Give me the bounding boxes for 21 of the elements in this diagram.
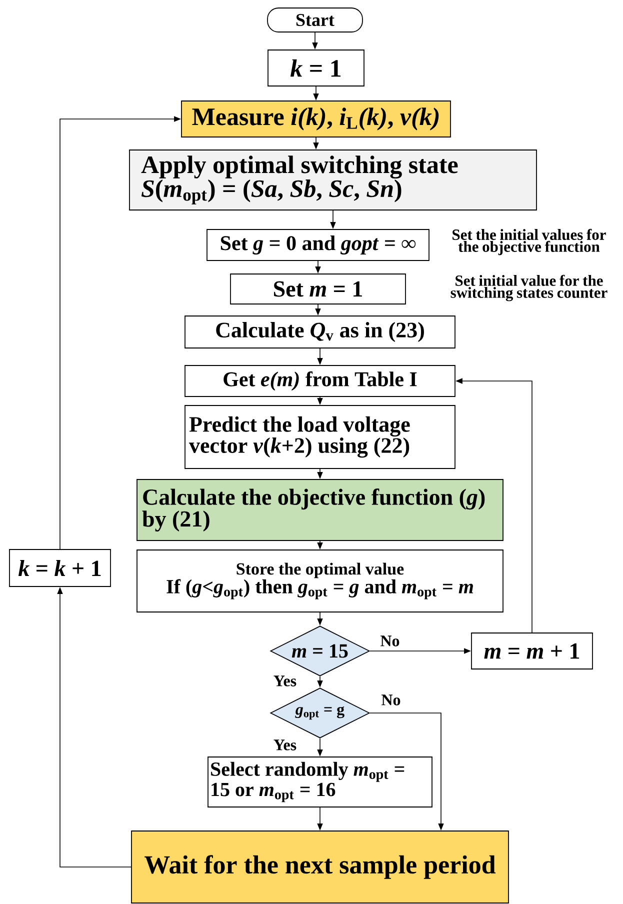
note-text: Set the initial values for the objective function (452, 228, 606, 256)
process-box: m = m + 1 (471, 632, 593, 670)
start-terminal: Start (267, 8, 363, 32)
process-box: k = k + 1 (9, 549, 111, 587)
edge-label: Yes (272, 738, 298, 752)
process-box: Get e(m) from Table I (184, 365, 456, 397)
process-box: Set g = 0 and gopt = ∞ (206, 229, 430, 261)
process-box: Predict the load voltage vector v(k+2) using (22) (184, 405, 456, 469)
process-box: Measure i(k), i$_{L}$(k), v(k) (181, 100, 451, 138)
process-box: Select randomly m$_{opt}$ = 15 or m$_{opt}$ = 16 (208, 756, 432, 808)
process-box: k = 1 (268, 50, 364, 86)
edge-label: No (380, 694, 402, 706)
process-box: Calculate the objective function (g) by (21) (136, 479, 504, 541)
process-box: Wait for the next sample period (131, 830, 509, 904)
process-box: Apply optimal switching state S(m$_{opt}$) = (Sa, Sb, Sc, Sn) (129, 150, 537, 210)
edge-label: No (379, 634, 401, 648)
edge-label: Yes (272, 674, 298, 688)
process-box: Store the optimal value If (g<g$_{opt}$) then g$_{opt}$ = g and m$_{opt}$ = m (136, 550, 504, 612)
process-box: Set m = 1 (230, 274, 406, 304)
process-box: Calculate Q$_{v}$ as in (23) (184, 316, 456, 348)
note-text: Set initial value for the switching states counter (450, 274, 608, 302)
